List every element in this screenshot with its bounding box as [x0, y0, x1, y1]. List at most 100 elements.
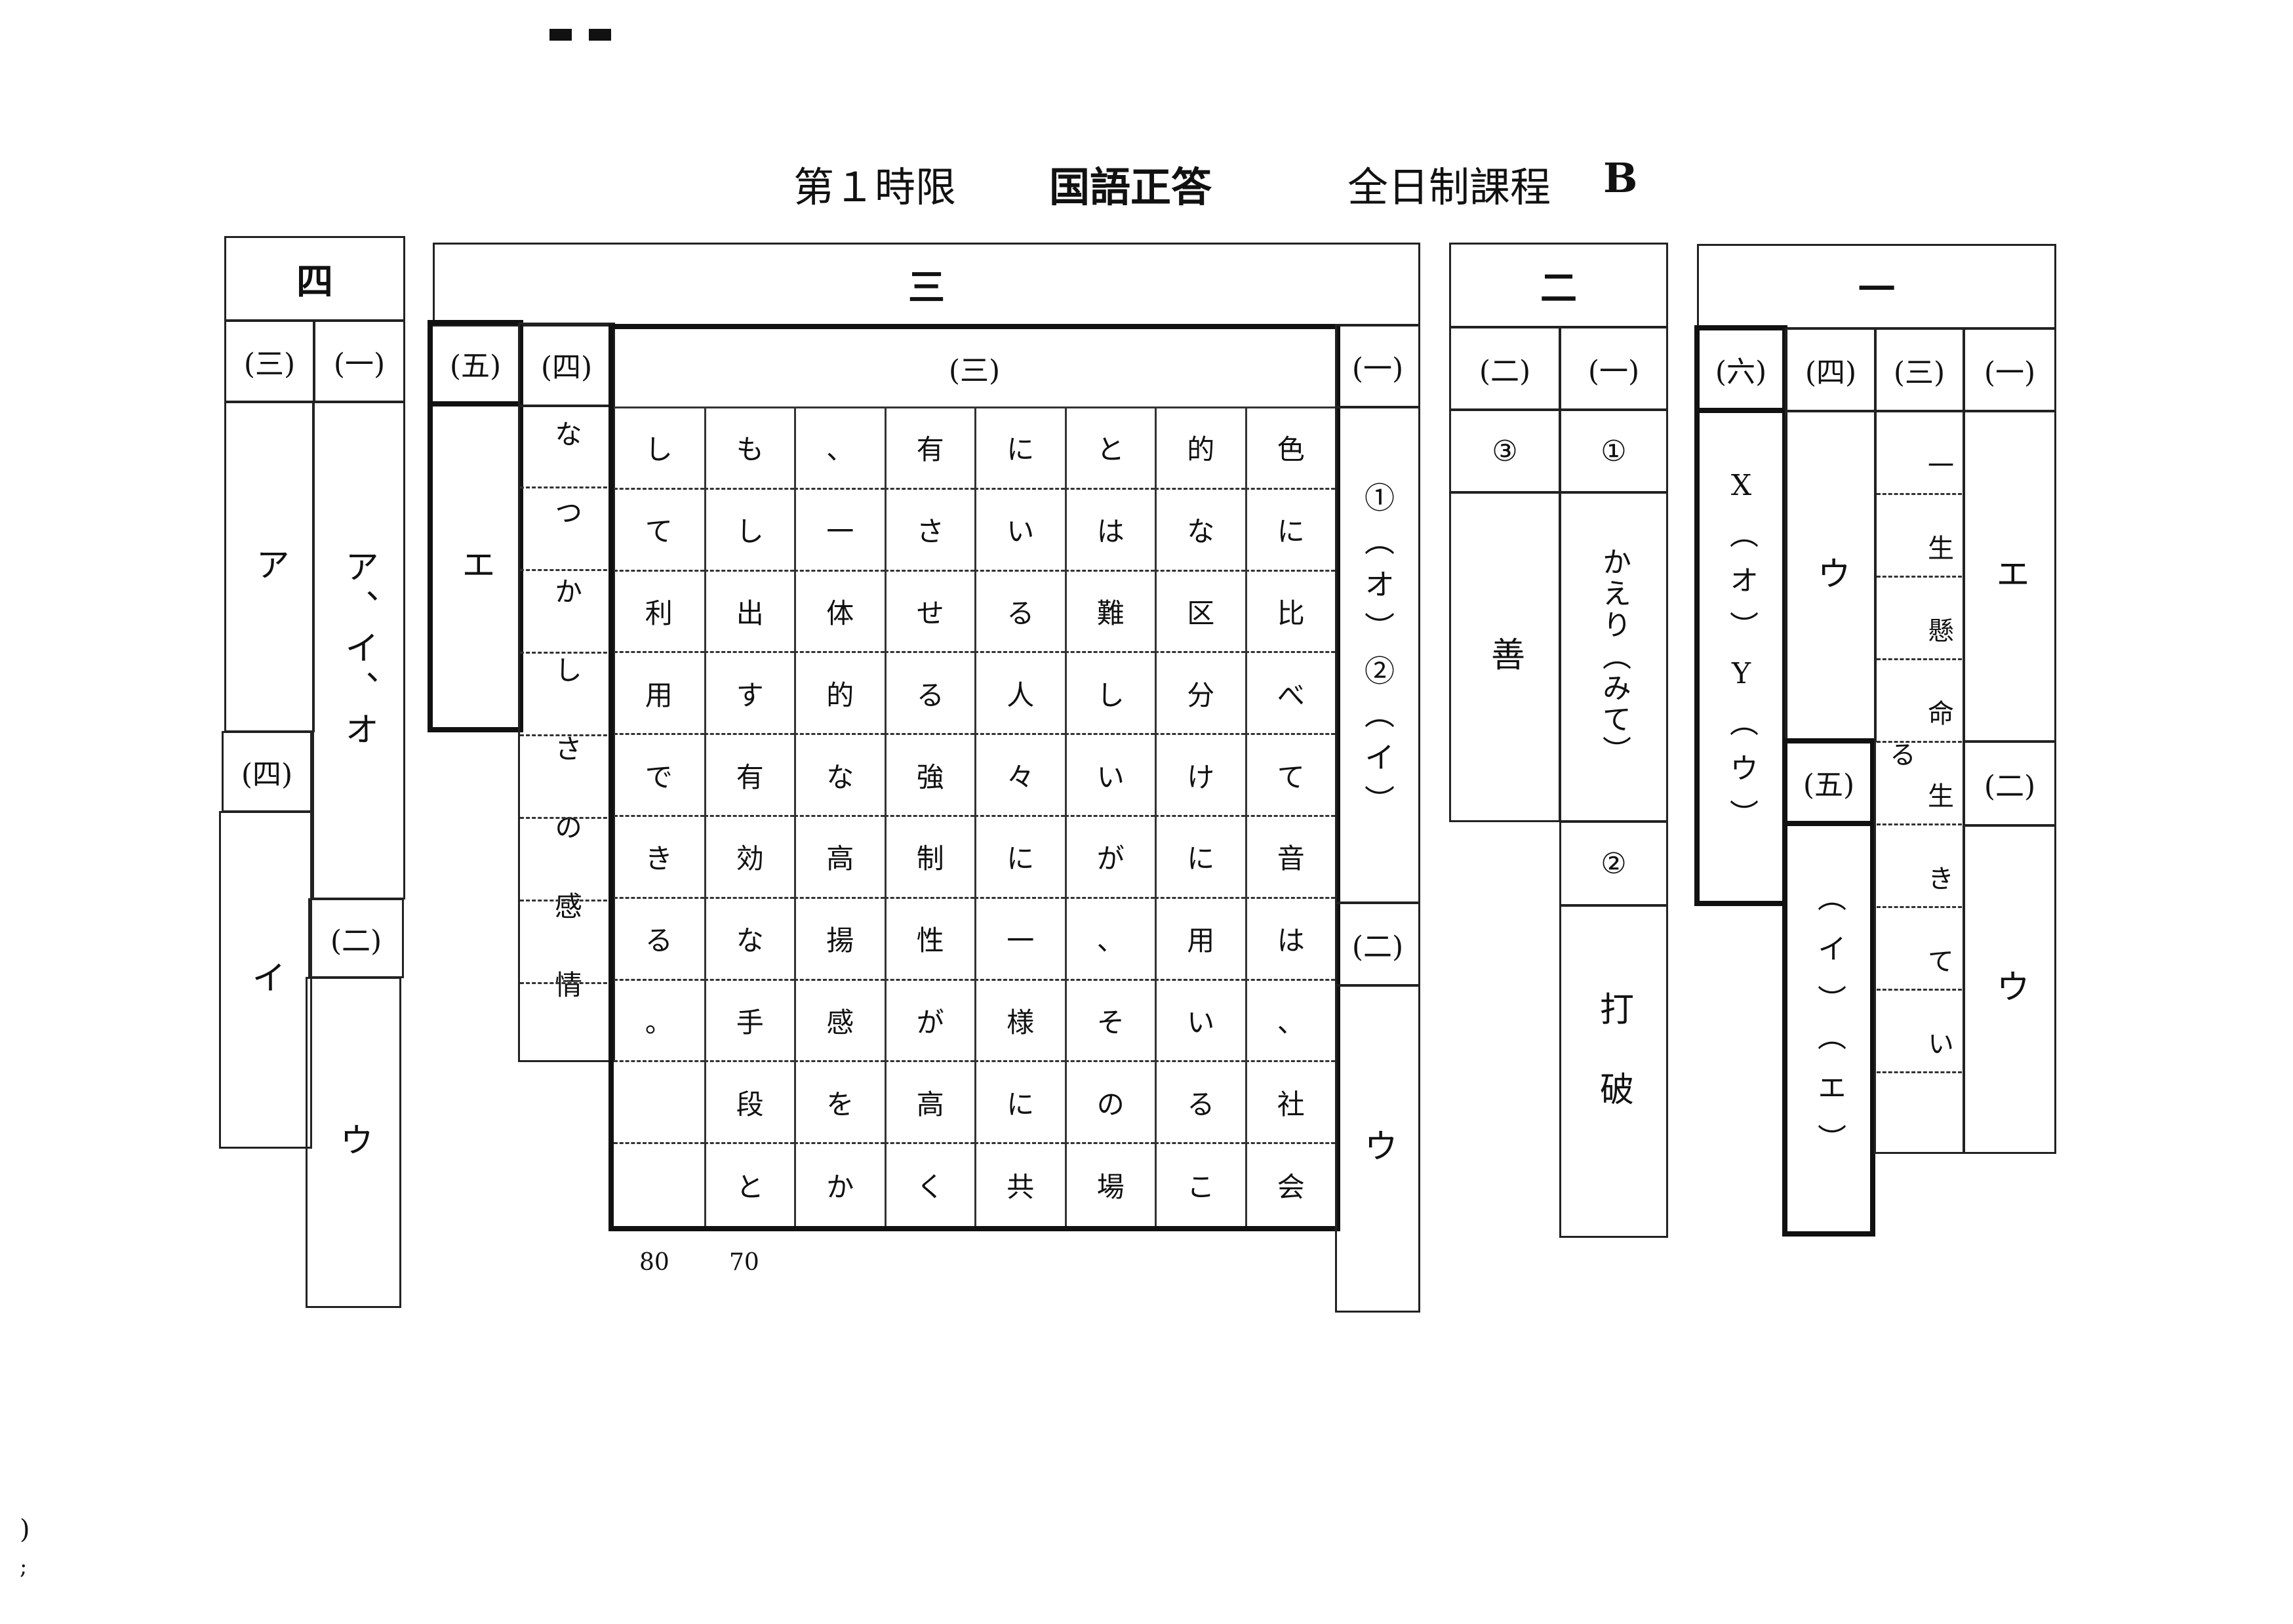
section-one-label: 一 — [1858, 267, 1895, 311]
q3-dash — [1877, 823, 1962, 825]
section-one-q5-label: (五) — [1782, 738, 1875, 826]
section-one-q6-label: (六) — [1694, 325, 1787, 413]
essay-grid-cell: 制 — [884, 817, 974, 899]
essay-grid-cell: 、 — [794, 408, 885, 490]
q-label: (一) — [333, 347, 386, 381]
essay-grid-cell: に — [1155, 817, 1245, 899]
section-two-q1-label: (一) — [1559, 327, 1668, 410]
essay-grid-cell: 難 — [1064, 571, 1155, 654]
q4-dash — [520, 900, 613, 901]
essay-grid: 色に比べて音は、社会的な区分けに用いることは難しいが、その場にいる人々に一様に共… — [614, 408, 1335, 1226]
essay-grid-cell: 社 — [1245, 1062, 1335, 1145]
q3-dash — [1877, 1071, 1962, 1073]
essay-grid-cell: と — [1064, 408, 1155, 490]
essay-grid-cell: 強 — [884, 735, 974, 817]
q-label: (三) — [243, 347, 296, 381]
essay-grid-cell: 。 — [614, 981, 704, 1063]
q3-dash — [1877, 493, 1962, 495]
essay-grid-cell — [614, 1062, 704, 1145]
essay-grid-cell: き — [614, 817, 704, 899]
essay-grid-cell: は — [1245, 898, 1335, 981]
section-three-q2-answer: ウ — [1335, 985, 1420, 1313]
edge-mark: ) — [20, 1515, 30, 1545]
section-four-header: 四 — [224, 236, 405, 321]
q-label: (六) — [1715, 355, 1767, 389]
essay-grid-cell: 用 — [614, 653, 704, 736]
essay-grid-cell: に — [974, 408, 1065, 490]
q4-dash — [520, 486, 613, 488]
section-two-circled-3: ③ — [1449, 409, 1561, 493]
q4-dash — [520, 817, 613, 819]
answer-text: かえり（みて） — [1597, 547, 1631, 767]
essay-grid-cell: 会 — [1245, 1144, 1336, 1226]
essay-grid-cell: 場 — [1064, 1144, 1155, 1226]
essay-grid-cell: 感 — [794, 980, 885, 1063]
section-four-q2-label: (二) — [308, 898, 404, 978]
q-label: (四) — [540, 351, 593, 384]
essay-grid-cell: く — [884, 1144, 975, 1226]
circled-number: ② — [1601, 846, 1627, 881]
essay-grid-cell: な — [704, 898, 794, 981]
section-one-q1-answer: エ — [1963, 410, 2056, 742]
edge-mark: ; — [20, 1554, 28, 1580]
essay-grid-cell: し — [704, 489, 794, 572]
essay-grid-cell: し — [1064, 653, 1155, 736]
section-one-q1-label: (一) — [1963, 328, 2056, 412]
answer-text: ア — [249, 546, 289, 587]
section-four-q2-answer: ウ — [306, 977, 401, 1308]
q-label: (二) — [1479, 355, 1531, 388]
essay-grid-cell: 有 — [704, 735, 794, 817]
section-one-q2-answer: ウ — [1963, 825, 2056, 1154]
essay-grid-cell: が — [1064, 817, 1155, 899]
essay-grid-cell: が — [884, 980, 974, 1063]
q4-dash — [520, 734, 613, 736]
q3-dash — [1877, 576, 1962, 578]
essay-grid-cell: 音 — [1245, 817, 1335, 899]
essay-grid-cell: い — [1064, 735, 1155, 817]
q-label: (一) — [1984, 356, 2036, 389]
essay-grid-cell: そ — [1064, 980, 1155, 1063]
q-label: (三) — [948, 354, 1001, 387]
essay-grid-cell: を — [794, 1062, 885, 1145]
title-version: B — [1603, 154, 1638, 202]
q3-dash — [1877, 741, 1962, 743]
essay-grid-cell: に — [974, 1062, 1065, 1145]
essay-grid-cell: い — [974, 489, 1065, 572]
essay-grid-cell: 様 — [974, 980, 1065, 1063]
essay-grid-cell: け — [1155, 735, 1245, 817]
section-one-q4-answer: ウ — [1785, 410, 1877, 742]
section-four-q3-label: (三) — [224, 320, 315, 403]
section-one-q4-label: (四) — [1785, 328, 1877, 412]
answer-text: 一生懸命生きている — [1885, 452, 1953, 1113]
section-three-label: 三 — [908, 266, 945, 309]
section-one-q5-answer: （イ）（エ） — [1782, 821, 1875, 1237]
section-three-q5-answer: エ — [428, 401, 523, 732]
section-three-q5-label: (五) — [428, 320, 523, 406]
q4-dash — [520, 982, 613, 984]
essay-grid-cell: も — [704, 408, 794, 490]
essay-grid-cell: 区 — [1155, 571, 1245, 654]
essay-grid-cell: か — [794, 1144, 885, 1226]
section-three-q4-label: (四) — [518, 323, 615, 406]
title-subject: 国語正答 — [1049, 163, 1212, 211]
q-label: (四) — [241, 758, 293, 791]
essay-grid-cell: る — [1155, 1062, 1245, 1145]
answer-text: 打破 — [1593, 991, 1633, 1151]
essay-grid-cell: 有 — [884, 408, 974, 490]
answer-text: ウ — [1357, 1128, 1397, 1169]
section-four-q4-label: (四) — [222, 731, 312, 812]
essay-grid-cell: 一 — [794, 489, 885, 572]
section-three-q2-label: (二) — [1335, 902, 1420, 986]
section-two-q1-2-answer: 打破 — [1559, 905, 1668, 1238]
essay-grid-cell: 用 — [1155, 898, 1245, 981]
essay-grid-cell — [614, 1144, 704, 1226]
essay-grid-cell: さ — [884, 489, 974, 572]
essay-grid-cell: る — [884, 653, 974, 736]
q-label: (二) — [1351, 930, 1404, 964]
essay-grid-cell: 高 — [884, 1062, 974, 1145]
section-three-header: 三 — [433, 243, 1420, 327]
essay-grid-cell: べ — [1245, 653, 1335, 736]
answer-text: X（オ）Y（ウ） — [1725, 469, 1758, 845]
answer-text: ウ — [1989, 969, 2029, 1010]
answer-text: エ — [455, 546, 495, 587]
